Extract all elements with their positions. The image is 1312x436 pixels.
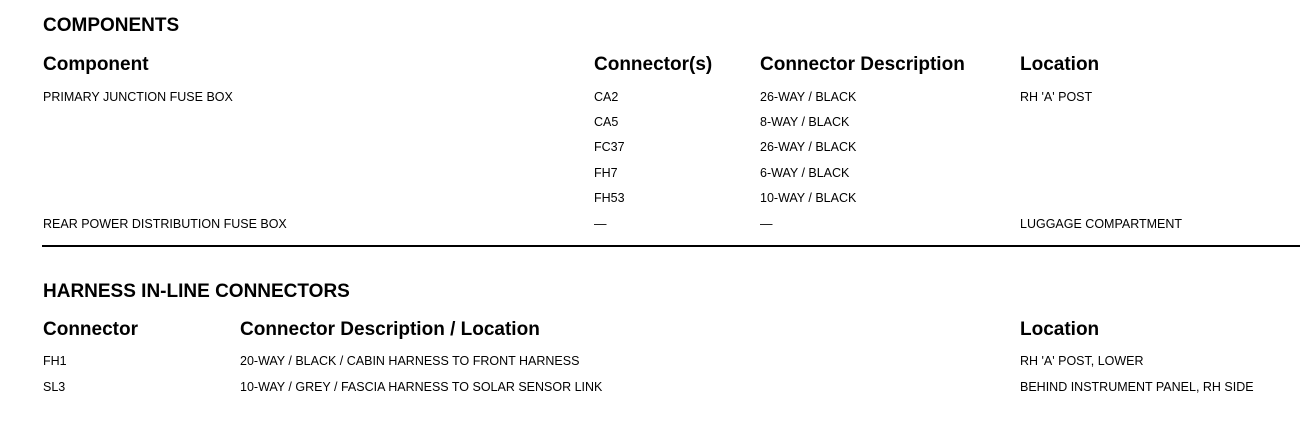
harness-header-location: Location [1020,319,1100,340]
components-header-component: Component [43,54,149,75]
components-header-connectors: Connector(s) [594,54,713,75]
harness-section-title: HARNESS IN-LINE CONNECTORS [43,281,350,302]
connector-description: 26-WAY / BLACK [760,140,857,154]
component-location: LUGGAGE COMPARTMENT [1020,217,1183,231]
harness-description: 20-WAY / BLACK / CABIN HARNESS TO FRONT … [240,354,580,368]
component-location: RH 'A' POST [1020,90,1093,104]
connector-description: — [760,217,773,231]
connector-id: FC37 [594,140,625,154]
components-header-location: Location [1020,54,1100,75]
harness-location: RH 'A' POST, LOWER [1020,354,1144,368]
component-name: PRIMARY JUNCTION FUSE BOX [43,90,233,104]
connector-description: 10-WAY / BLACK [760,191,857,205]
connector-id: FH53 [594,191,625,205]
harness-connector-id: FH1 [43,354,67,368]
harness-header-connector: Connector [43,319,138,340]
harness-header-description: Connector Description / Location [240,319,540,340]
connector-description: 6-WAY / BLACK [760,166,850,180]
harness-location: BEHIND INSTRUMENT PANEL, RH SIDE [1020,380,1254,394]
section-divider [42,245,1300,247]
components-section-title: COMPONENTS [43,15,180,36]
connector-id: FH7 [594,166,618,180]
harness-description: 10-WAY / GREY / FASCIA HARNESS TO SOLAR … [240,380,603,394]
harness-connector-id: SL3 [43,380,66,394]
connector-id: — [594,217,607,231]
connector-description: 26-WAY / BLACK [760,90,857,104]
connector-id: CA5 [594,115,619,129]
connector-description: 8-WAY / BLACK [760,115,850,129]
component-name: REAR POWER DISTRIBUTION FUSE BOX [43,217,287,231]
components-header-description: Connector Description [760,54,965,75]
connector-id: CA2 [594,90,619,104]
